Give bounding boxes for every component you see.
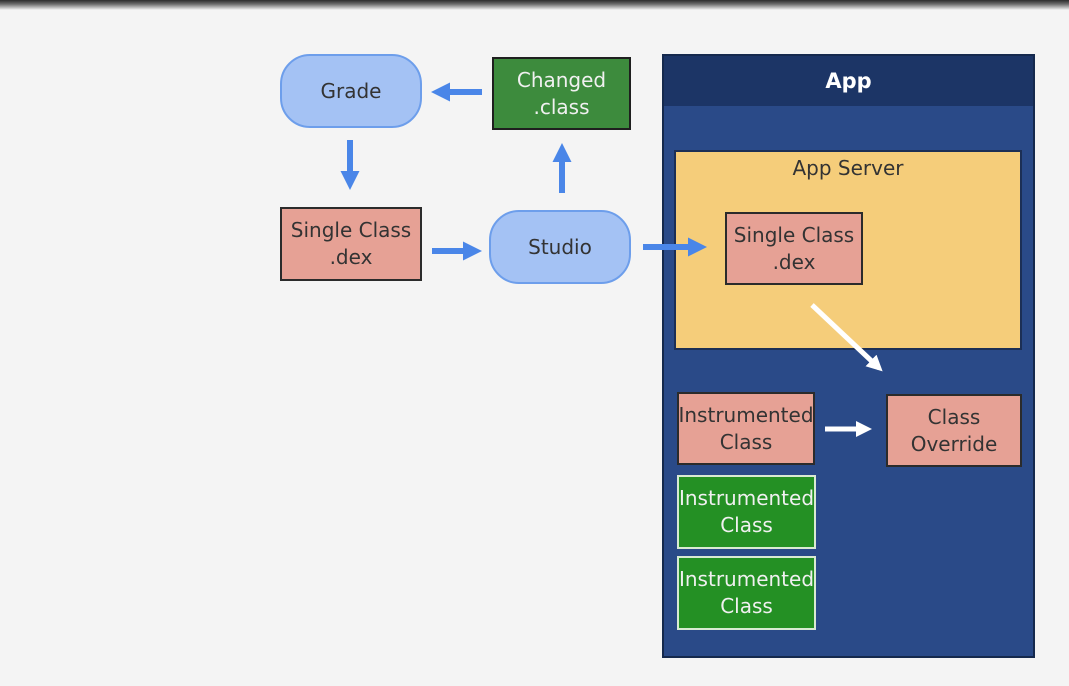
- changed-class-node: Changed .class: [492, 57, 631, 130]
- top-window-edge: [0, 0, 1069, 10]
- studio-node: Studio: [489, 210, 631, 284]
- instrumented-class-node-1: Instrumented Class: [677, 392, 815, 465]
- server-single-class-dex-node: Single Class .dex: [725, 212, 863, 285]
- app-title: App: [664, 56, 1033, 106]
- single-class-dex-node: Single Class .dex: [280, 207, 422, 281]
- app-server-label: App Server: [792, 156, 904, 180]
- instrumented-class-node-3: Instrumented Class: [677, 556, 816, 630]
- class-override-node: Class Override: [886, 394, 1022, 467]
- grade-node: Grade: [280, 54, 422, 128]
- instrumented-class-node-2: Instrumented Class: [677, 475, 816, 549]
